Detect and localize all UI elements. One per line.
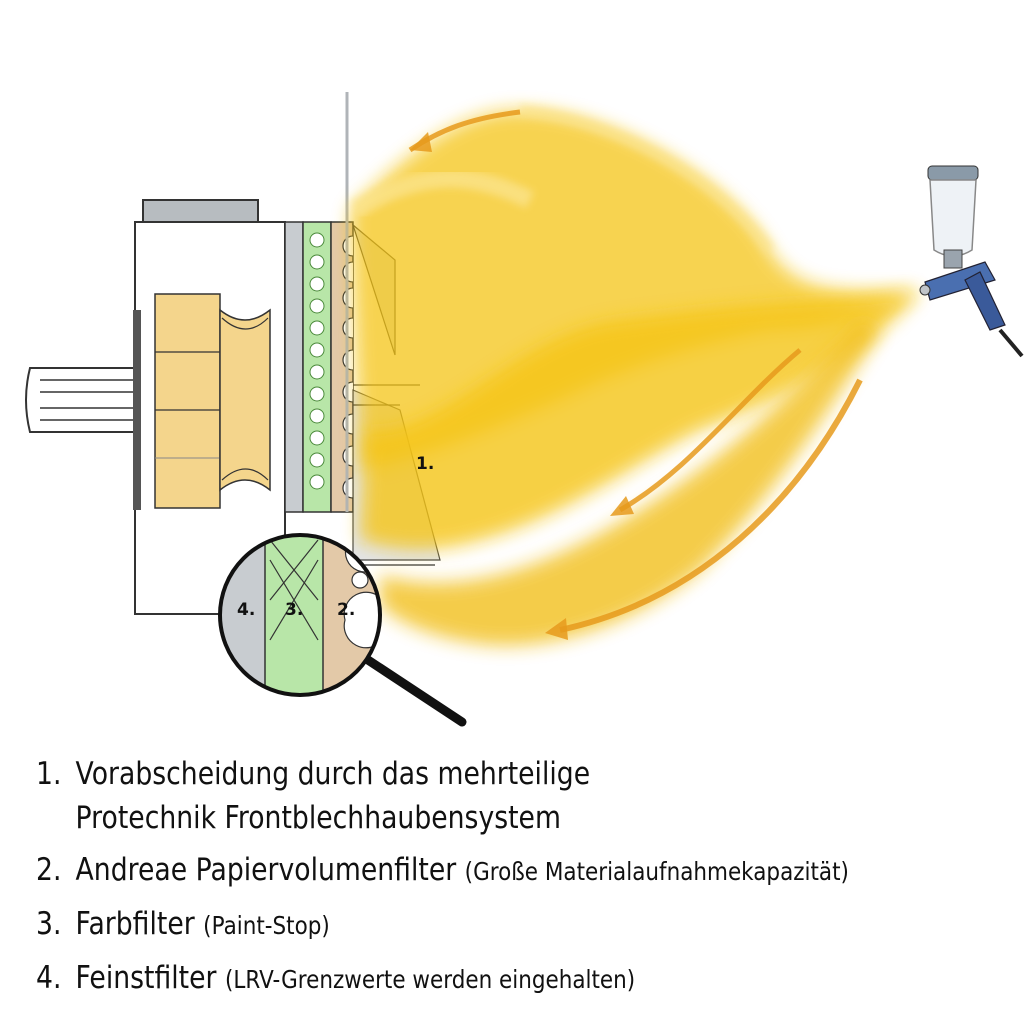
legend-continuation-text: Protechnik Frontblechhaubensystem bbox=[75, 800, 561, 836]
magnifier-icon bbox=[218, 533, 467, 727]
fine-filter-layer bbox=[284, 221, 304, 513]
legend-item: 1. Vorabscheidung durch das mehrteilige … bbox=[36, 752, 862, 840]
legend-number: 2. bbox=[36, 852, 62, 888]
legend-main-text: Vorabscheidung durch das mehrteilige bbox=[75, 756, 591, 792]
flow-arrows bbox=[408, 109, 863, 640]
legend-main-text: Feinstfilter bbox=[75, 960, 217, 996]
legend-note-text: (Paint-Stop) bbox=[203, 911, 330, 940]
legend-item: 4. Feinstfilter (LRV-Grenzwerte werden e… bbox=[36, 956, 862, 1002]
spray-gun-icon bbox=[919, 165, 1024, 358]
filter-system-diagram: 1. 4. 3. 2. bbox=[25, 92, 1024, 727]
legend-number: 4. bbox=[36, 960, 62, 996]
legend-note-text: (LRV-Grenzwerte werden eingehalten) bbox=[224, 965, 636, 994]
fan-motor bbox=[25, 199, 259, 433]
callout-label-2: 2. bbox=[337, 600, 355, 620]
legend-item: 3. Farbfilter (Paint-Stop) bbox=[36, 902, 862, 948]
callout-label-4: 4. bbox=[237, 600, 255, 620]
legend-number: 1. bbox=[36, 756, 62, 792]
legend-main-text: Farbfilter bbox=[75, 906, 195, 942]
legend-note-text: (Große Materialaufnahmekapazität) bbox=[464, 857, 849, 886]
spray-stream bbox=[350, 105, 920, 646]
legend-item: 2. Andreae Papiervolumenfilter (Große Ma… bbox=[36, 848, 862, 894]
legend-number: 3. bbox=[36, 906, 62, 942]
arrow-head-icon bbox=[610, 496, 634, 516]
callout-label-1: 1. bbox=[416, 454, 434, 474]
legend-list: 1. Vorabscheidung durch das mehrteilige … bbox=[36, 752, 862, 1010]
arrow-head-icon bbox=[545, 618, 568, 640]
legend-main-text: Andreae Papiervolumenfilter bbox=[75, 852, 457, 888]
arrow-head-icon bbox=[410, 132, 432, 152]
callout-label-3: 3. bbox=[285, 600, 303, 620]
